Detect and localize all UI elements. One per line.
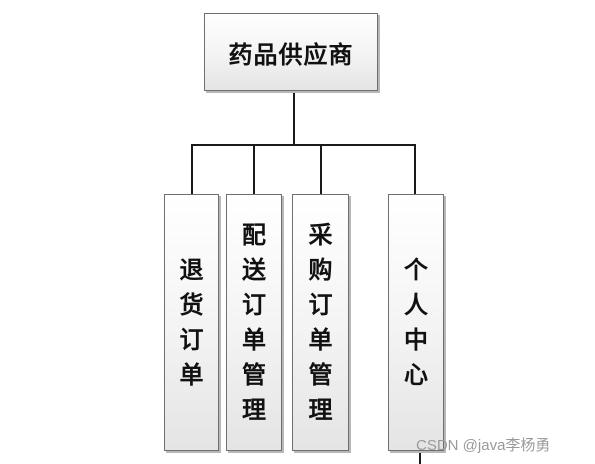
child-node-purchase-orders: 采购订单管理	[292, 194, 349, 451]
child-node-label: 采购订单管理	[309, 218, 333, 428]
label-character: 理	[242, 395, 266, 424]
label-character: 货	[179, 290, 204, 319]
label-character: 采	[308, 220, 333, 249]
label-character: 单	[308, 325, 333, 354]
child-node-return-orders: 退货订单	[164, 194, 219, 451]
watermark-text: CSDN @java李杨勇	[416, 437, 551, 454]
label-character: 理	[308, 395, 333, 424]
label-character: 中	[404, 325, 428, 354]
label-character: 配	[242, 220, 266, 249]
root-node: 药品供应商	[204, 13, 378, 91]
label-character: 单	[242, 325, 266, 354]
label-character: 人	[404, 290, 428, 319]
child-node-label: 退货订单	[180, 253, 204, 393]
label-character: 订	[308, 290, 333, 319]
label-character: 单	[179, 360, 204, 389]
label-character: 个	[404, 255, 428, 284]
child-node-personal-center: 个人中心	[388, 194, 444, 451]
child-node-label: 配送订单管理	[242, 218, 266, 428]
child-node-delivery-orders: 配送订单管理	[226, 194, 282, 451]
label-character: 退	[179, 255, 204, 284]
label-character: 订	[242, 290, 266, 319]
label-character: 购	[308, 255, 333, 284]
label-character: 心	[404, 360, 428, 389]
label-character: 送	[242, 255, 266, 284]
child-node-label: 个人中心	[404, 253, 428, 393]
label-character: 订	[179, 325, 204, 354]
root-node-label: 药品供应商	[228, 40, 354, 69]
label-character: 管	[242, 360, 266, 389]
label-character: 管	[308, 360, 333, 389]
